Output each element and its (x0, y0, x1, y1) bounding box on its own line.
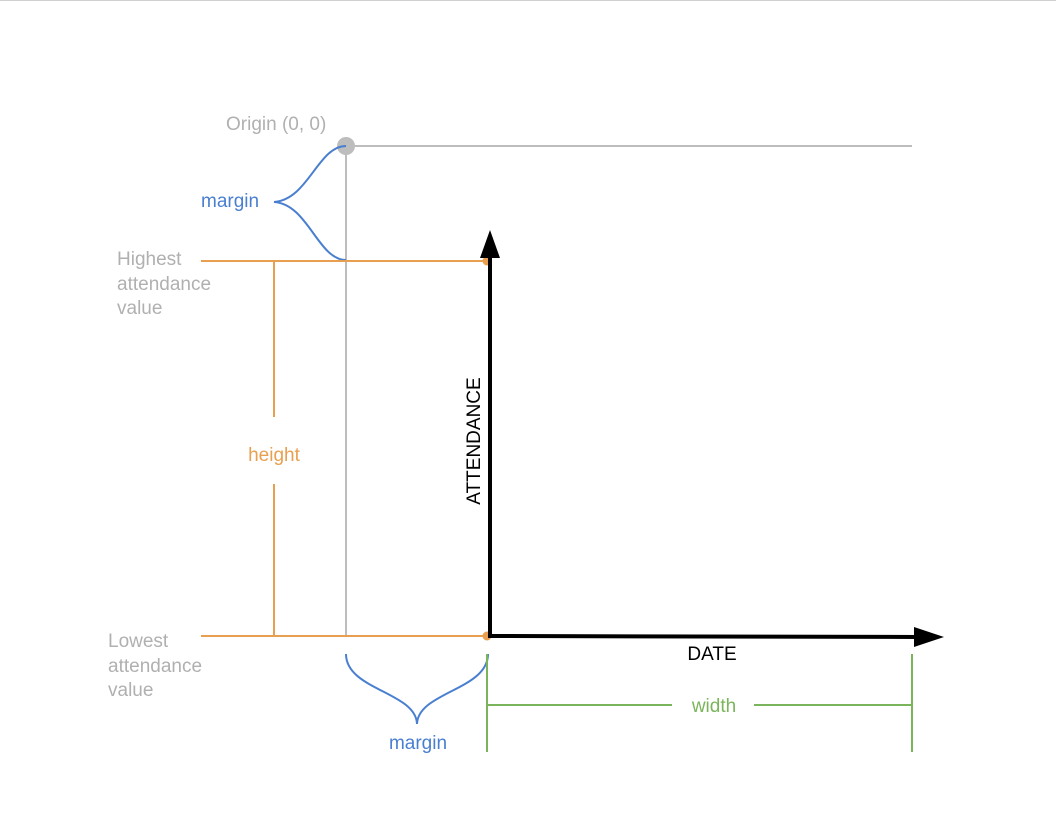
highest-value-label-2: attendance (117, 274, 211, 295)
width-label: width (691, 696, 736, 717)
top-border (0, 0, 1056, 1)
highest-value-label-1: Highest (117, 249, 182, 270)
highest-value-label-3: value (117, 298, 162, 319)
x-axis-arrowhead (914, 627, 944, 647)
margin-top-label: margin (201, 191, 259, 212)
lowest-value-label-3: value (108, 680, 153, 701)
lowest-value-label-1: Lowest (108, 631, 169, 652)
x-axis-line (487, 634, 919, 639)
origin-label: Origin (0, 0) (226, 114, 326, 135)
x-axis-label: DATE (687, 644, 736, 665)
height-label: height (248, 445, 300, 466)
lowest-value-label-2: attendance (108, 656, 202, 677)
margin-top-brace (273, 145, 347, 261)
margin-bottom-label: margin (389, 733, 447, 754)
y-axis-arrowhead (480, 230, 500, 258)
y-axis-label: ATTENDANCE (464, 377, 485, 504)
margin-bottom-brace (345, 653, 489, 725)
